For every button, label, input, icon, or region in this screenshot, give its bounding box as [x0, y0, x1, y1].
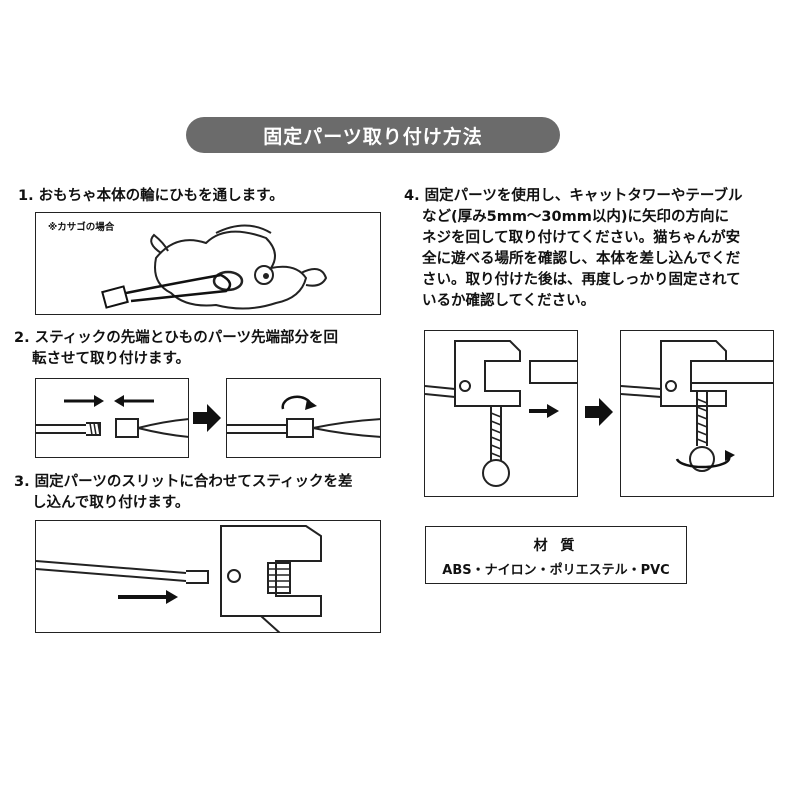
step-4-text-line2: など(厚み5mm～30mm以内)に矢印の方向に: [422, 209, 729, 225]
step-2-text-line2: 転させて取り付けます。: [32, 351, 191, 367]
material-title: 材 質: [533, 538, 579, 554]
step-4-text-line4: 全に遊べる場所を確認し、本体を差し込んでくだ: [422, 251, 741, 267]
fish-toy-illustration: [101, 224, 328, 310]
step-4-text-line6: いるか確認してください。: [422, 293, 596, 309]
step-1-note: ※カサゴの場合: [48, 222, 115, 233]
clamp-attached-to-table: [621, 340, 773, 472]
clamp-before-table: [425, 340, 577, 487]
step-4-illustration-b: [620, 330, 774, 497]
step-2-illustration-b: [226, 378, 381, 458]
page-title: 固定パーツ取り付け方法: [186, 117, 560, 153]
step-1-illustration: ※カサゴの場合: [35, 212, 381, 315]
stick-and-string-separated: [36, 395, 188, 438]
material-box: 材 質 ABS・ナイロン・ポリエステル・PVC: [425, 526, 687, 584]
step-4-text-line1: 4. 固定パーツを使用し、キャットタワーやテーブル: [404, 188, 743, 204]
step-2-illustration-a: [35, 378, 189, 458]
step-3-text-line2: し込んで取り付けます。: [32, 495, 190, 511]
right-arrow-icon: [585, 398, 613, 426]
step-3-illustration: [35, 520, 381, 633]
step-4-text-line5: さい。取り付けた後は、再度しっかり固定されて: [422, 272, 741, 288]
right-arrow-icon: [193, 404, 221, 432]
step-4-text-line3: ネジを回して取り付けてください。猫ちゃんが安: [422, 230, 741, 246]
stick-into-clamp-illustration: [36, 525, 322, 632]
step-1-text: 1. おもちゃ本体の輪にひもを通します。: [18, 188, 284, 204]
step-3-text-line1: 3. 固定パーツのスリットに合わせてスティックを差: [14, 474, 353, 490]
stick-and-string-connected: [227, 395, 380, 438]
step-2-text-line1: 2. スティックの先端とひものパーツ先端部分を回: [14, 330, 338, 346]
material-body: ABS・ナイロン・ポリエステル・PVC: [442, 563, 670, 578]
step-4-illustration-a: [424, 330, 578, 497]
